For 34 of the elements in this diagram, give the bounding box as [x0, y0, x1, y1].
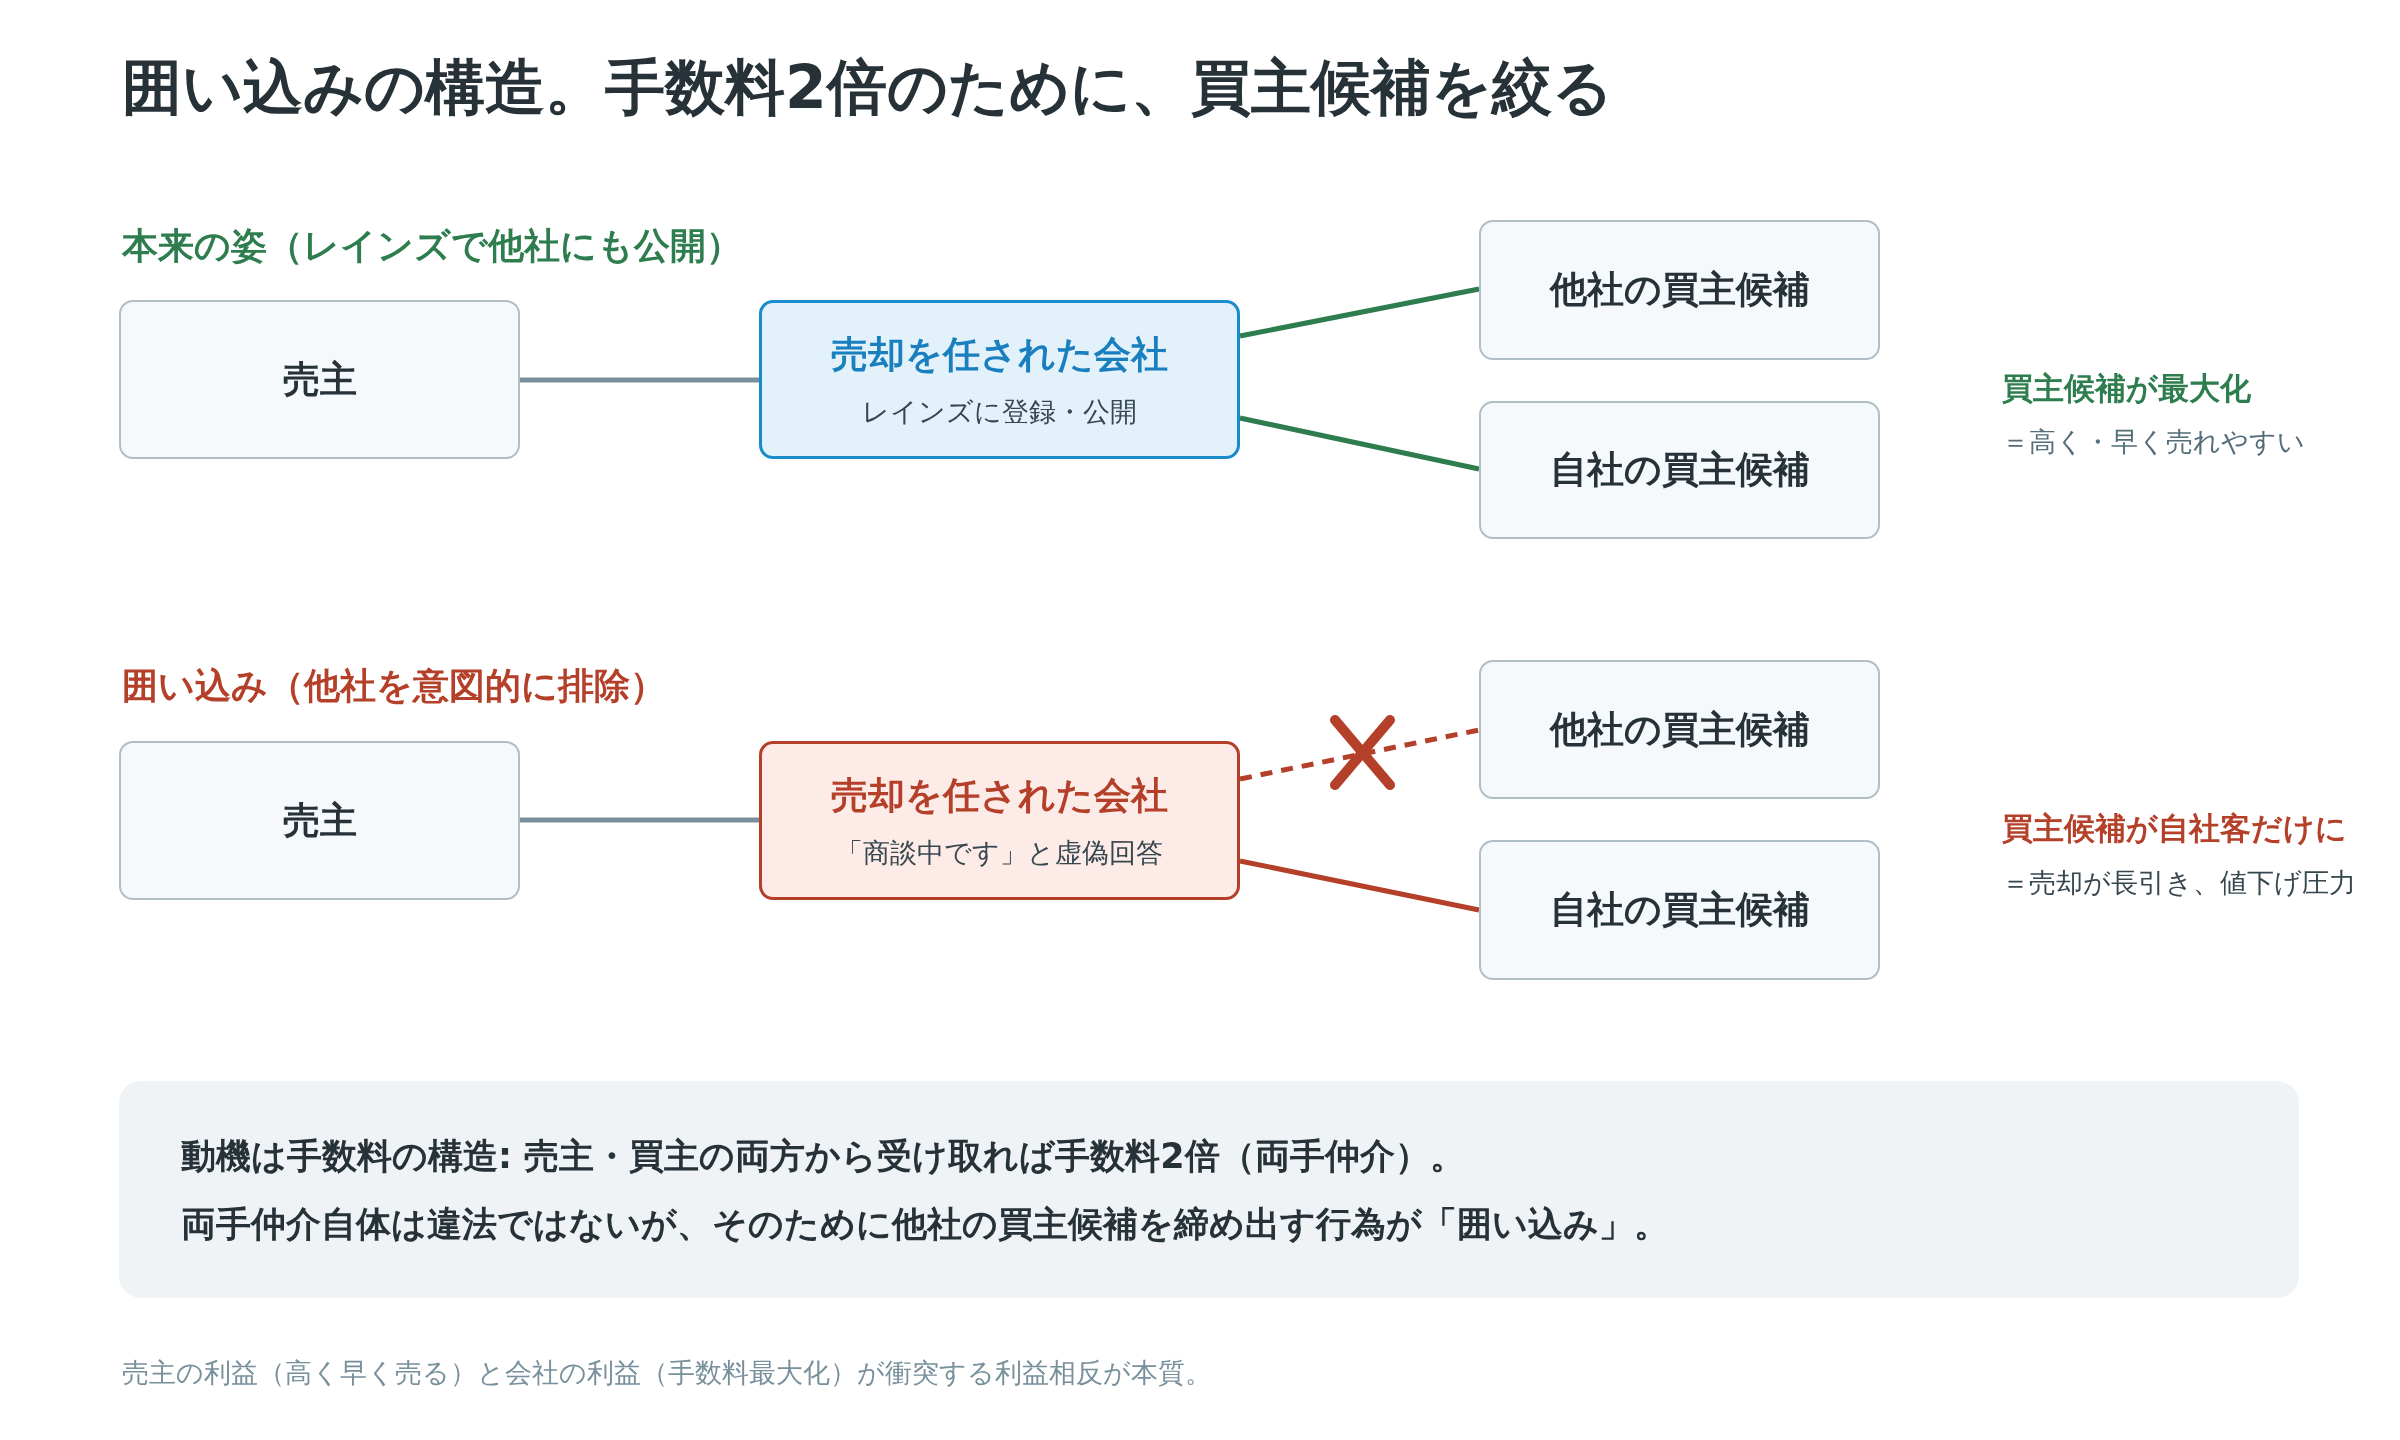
party-box	[119, 741, 520, 900]
box-title: 自社の買主候補	[1549, 447, 1810, 493]
title: 囲い込みの構造。手数料2倍のために、買主候補を絞る	[122, 51, 1613, 124]
note-text: 動機は手数料の構造: 売主・買主の両方から受け取れば手数料2倍（両手仲介）。	[181, 1134, 1465, 1178]
box-title: 他社の買主候補	[1549, 267, 1810, 313]
company-box	[759, 741, 1240, 900]
box-title: 売却を任された会社	[831, 331, 1168, 378]
box-title: 売主	[282, 356, 357, 403]
outcome-heading: 買主候補が自社客だけに	[2002, 809, 2347, 848]
connector-line	[1239, 858, 1480, 913]
connector-line	[1239, 415, 1480, 472]
footnote: 売主の利益（高く早く売る）と会社の利益（手数料最大化）が衝突する利益相反が本質。	[122, 1356, 1212, 1390]
outcome-note: ＝売却が長引き、値下げ圧力	[2002, 866, 2356, 900]
connector-line	[520, 817, 759, 823]
party-box	[119, 300, 520, 459]
outcome-heading: 買主候補が最大化	[2002, 369, 2251, 408]
company-box	[759, 300, 1240, 459]
box-subtitle: レインズに登録・公開	[862, 394, 1137, 429]
box-title: 他社の買主候補	[1549, 706, 1810, 753]
box-title: 自社の買主候補	[1549, 887, 1810, 933]
box-title: 売却を任された会社	[831, 772, 1168, 819]
party-box	[1479, 401, 1880, 539]
section-heading: 本来の姿（レインズで他社にも公開）	[122, 224, 742, 268]
connector-line	[1239, 286, 1480, 339]
box-subtitle: 「商談中です」と虚偽回答	[836, 835, 1163, 870]
connector-line	[1239, 727, 1480, 782]
party-box	[1479, 840, 1880, 980]
party-box	[1479, 660, 1880, 799]
party-box	[1479, 220, 1880, 360]
outcome-note: ＝高く・早く売れやすい	[2002, 425, 2305, 459]
section-heading: 囲い込み（他社を意図的に排除）	[122, 664, 666, 708]
box-title: 売主	[282, 797, 357, 844]
note-text: 両手仲介自体は違法ではないが、そのために他社の買主候補を締め出す行為が「囲い込み」。	[181, 1202, 1669, 1246]
connector-line	[520, 377, 759, 383]
